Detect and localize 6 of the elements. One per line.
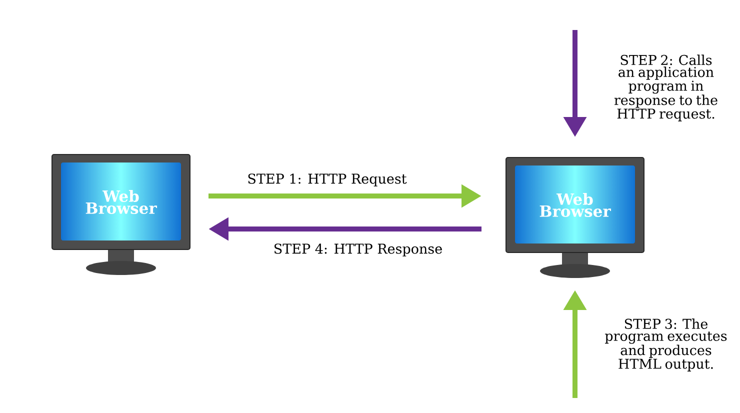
step-label: STEP 3: The program executes and produces HTML output.: [605, 318, 727, 372]
step-label: STEP 1: HTTP Request: [248, 174, 407, 186]
step-label: STEP 2: Calls an application program in response to the HTTP request.: [614, 54, 718, 122]
step-label: STEP 4: HTTP Response: [274, 244, 442, 256]
monitor: Web Browser: [52, 154, 190, 275]
monitor: Web Browser: [506, 157, 644, 278]
